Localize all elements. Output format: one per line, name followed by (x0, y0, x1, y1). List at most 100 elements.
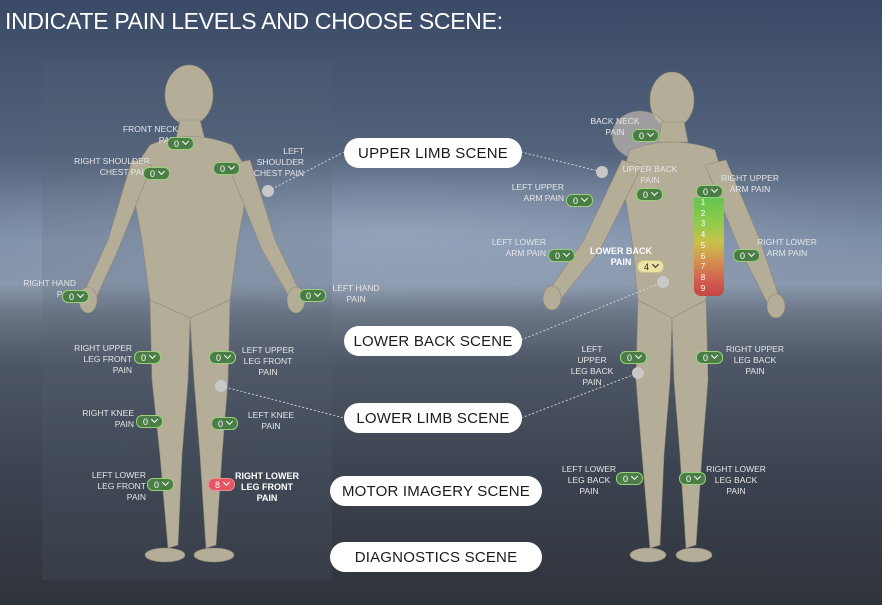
right-upper-leg-back-pain-dropdown[interactable]: 0 (696, 351, 723, 364)
dropdown-value: 0 (740, 251, 746, 261)
right-lower-arm-pain-dropdown[interactable]: 0 (733, 249, 760, 262)
page-title: INDICATE PAIN LEVELS AND CHOOSE SCENE: (5, 8, 503, 34)
label-line: RIGHT LOWER (706, 464, 766, 474)
dropdown-value: 0 (154, 480, 160, 490)
pain-scale-list[interactable]: 1 2 3 4 5 6 7 8 9 (694, 198, 724, 296)
pain-option[interactable]: 7 (700, 262, 706, 272)
right-lower-leg-back-pain-dropdown[interactable]: 0 (679, 472, 706, 485)
dropdown-value: 8 (215, 480, 221, 490)
right-hand-pain-dropdown[interactable]: 0 (62, 290, 89, 303)
dropdown-value: 0 (216, 353, 222, 363)
label-line: ARM PAIN (729, 184, 771, 194)
label-line: PAIN (346, 294, 366, 304)
label-line: PAIN (256, 493, 278, 503)
pain-option[interactable]: 9 (700, 283, 706, 293)
right-upper-leg-front-pain-dropdown[interactable]: 0 (134, 351, 161, 364)
pain-option[interactable]: 1 (700, 198, 706, 207)
back-neck-pain-dropdown[interactable]: 0 (632, 129, 659, 142)
dropdown-value: 0 (686, 474, 692, 484)
left-hand-pain-dropdown[interactable]: 0 (299, 289, 326, 302)
left-lower-arm-pain-dropdown[interactable]: 0 (548, 249, 575, 262)
left-upper-leg-back-pain-dropdown[interactable]: 0 (620, 351, 647, 364)
chevron-down-icon (157, 167, 166, 176)
dropdown-value: 0 (703, 353, 709, 363)
scene-connectors (220, 151, 664, 419)
label-line: PAIN (579, 486, 599, 496)
dropdown-value: 0 (573, 196, 579, 206)
label-line: FRONT NECK (122, 124, 178, 134)
label-line: PAIN (582, 377, 602, 387)
diagnostics-scene-button[interactable]: DIAGNOSTICS SCENE (330, 542, 542, 572)
label-line: RIGHT KNEE (82, 408, 134, 418)
dropdown-value: 0 (150, 169, 156, 179)
pain-option[interactable]: 3 (700, 219, 706, 229)
label-line: LEFT UPPER (511, 182, 564, 192)
label-line: CHEST PAIN (253, 168, 304, 178)
chevron-down-icon (634, 351, 643, 360)
label-line: PAIN (726, 486, 746, 496)
dropdown-value: 0 (143, 417, 149, 427)
lower-back-pain-dropdown[interactable]: 4 (637, 260, 664, 273)
front-neck-pain-dropdown[interactable]: 0 (167, 137, 194, 150)
motor-imagery-scene-button[interactable]: MOTOR IMAGERY SCENE (330, 476, 542, 506)
chevron-down-icon (562, 249, 571, 258)
label-line: LEFT UPPER (241, 345, 295, 355)
chevron-down-icon (650, 188, 659, 197)
lower-limb-scene-button[interactable]: LOWER LIMB SCENE (344, 403, 522, 433)
right-lower-leg-front-pain-dropdown[interactable]: 8 (208, 478, 235, 491)
label-line: PAIN (745, 366, 765, 376)
label-line: PAIN (114, 419, 134, 429)
left-lower-leg-front-pain-dropdown[interactable]: 0 (147, 478, 174, 491)
pain-option[interactable]: 6 (700, 251, 706, 261)
left-knee-pain-dropdown[interactable]: 0 (211, 417, 238, 430)
label-line: LEFT LOWER (561, 464, 617, 474)
label-line: LEG FRONT (83, 354, 132, 364)
right-shoulder-chest-pain-dropdown[interactable]: 0 (143, 167, 170, 180)
upper-limb-scene-button[interactable]: UPPER LIMB SCENE (344, 138, 522, 168)
left-shoulder-chest-pain-dropdown[interactable]: 0 (213, 162, 240, 175)
chevron-down-icon (222, 478, 231, 487)
dropdown-value: 0 (627, 353, 633, 363)
lower-back-scene-button[interactable]: LOWER BACK SCENE (344, 326, 522, 356)
pain-option[interactable]: 8 (700, 272, 706, 282)
left-upper-arm-pain-dropdown[interactable]: 0 (566, 194, 593, 207)
upper-back-pain-dropdown[interactable]: 0 (636, 188, 663, 201)
left-lower-leg-back-pain-dropdown[interactable]: 0 (616, 472, 643, 485)
label-line: LEG FRONT (241, 482, 293, 492)
pain-option[interactable]: 2 (700, 208, 706, 218)
chevron-down-icon (747, 249, 756, 258)
label-line: RIGHT SHOULDER (74, 156, 150, 166)
lower-back-marker (657, 276, 669, 288)
left-upper-leg-front-pain-dropdown[interactable]: 0 (209, 351, 236, 364)
label-line: LEFT KNEE (247, 410, 295, 420)
label-line: PAIN (261, 421, 281, 431)
label-line: RIGHT UPPER (74, 343, 132, 353)
label-line: PAIN (610, 257, 632, 267)
label-line: BACK NECK (590, 116, 640, 126)
label-line: LEG BACK (570, 366, 614, 376)
chevron-down-icon (181, 137, 190, 146)
right-upper-arm-pain-dropdown[interactable]: 0 (696, 185, 723, 198)
label-line: ARM PAIN (766, 248, 808, 258)
dropdown-value: 0 (220, 164, 226, 174)
chevron-down-icon (630, 472, 639, 481)
pain-option[interactable]: 5 (700, 240, 706, 250)
label-line: LEFT LOWER (91, 470, 146, 480)
label-line: ARM PAIN (523, 193, 564, 203)
pain-option[interactable]: 4 (700, 230, 706, 240)
front-body-figure (78, 64, 306, 563)
right-knee-pain-dropdown[interactable]: 0 (136, 415, 163, 428)
chevron-down-icon (148, 351, 157, 360)
dropdown-value: 0 (639, 131, 645, 141)
